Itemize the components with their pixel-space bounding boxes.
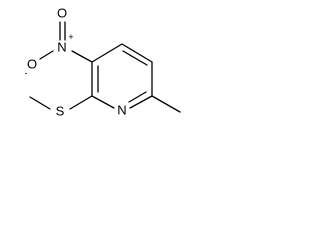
bond-ring-c6-n1	[129, 95, 153, 109]
bond-c3-nitro-n	[71, 50, 93, 63]
atom-nitro-oxygen-top: O	[57, 6, 67, 21]
atom-nitro-nitrogen: N	[57, 40, 66, 55]
atom-nitro-oxygen-left: O	[27, 57, 37, 72]
bond-ring-c6-n1-inner	[128, 91, 147, 103]
bond-methyl	[151, 95, 181, 113]
bond-s-methyl	[29, 96, 51, 110]
charge-nitro-oxygen-left: -	[25, 68, 28, 78]
atom-sulfur: S	[56, 104, 65, 119]
bond-c2-s	[69, 95, 93, 110]
bond-ring-c3-c4	[91, 43, 123, 63]
bond-ring-c4-c5	[121, 43, 153, 63]
bond-nitro-n-o-left	[39, 50, 54, 60]
chemical-structure-drawing: N N + O O - S	[25, 6, 181, 119]
bond-ring-c4-c5-inner	[122, 50, 148, 66]
bond-ring-n1-c2	[91, 95, 115, 109]
charge-nitro-nitrogen: +	[68, 32, 73, 42]
atom-ring-nitrogen: N	[117, 103, 126, 118]
